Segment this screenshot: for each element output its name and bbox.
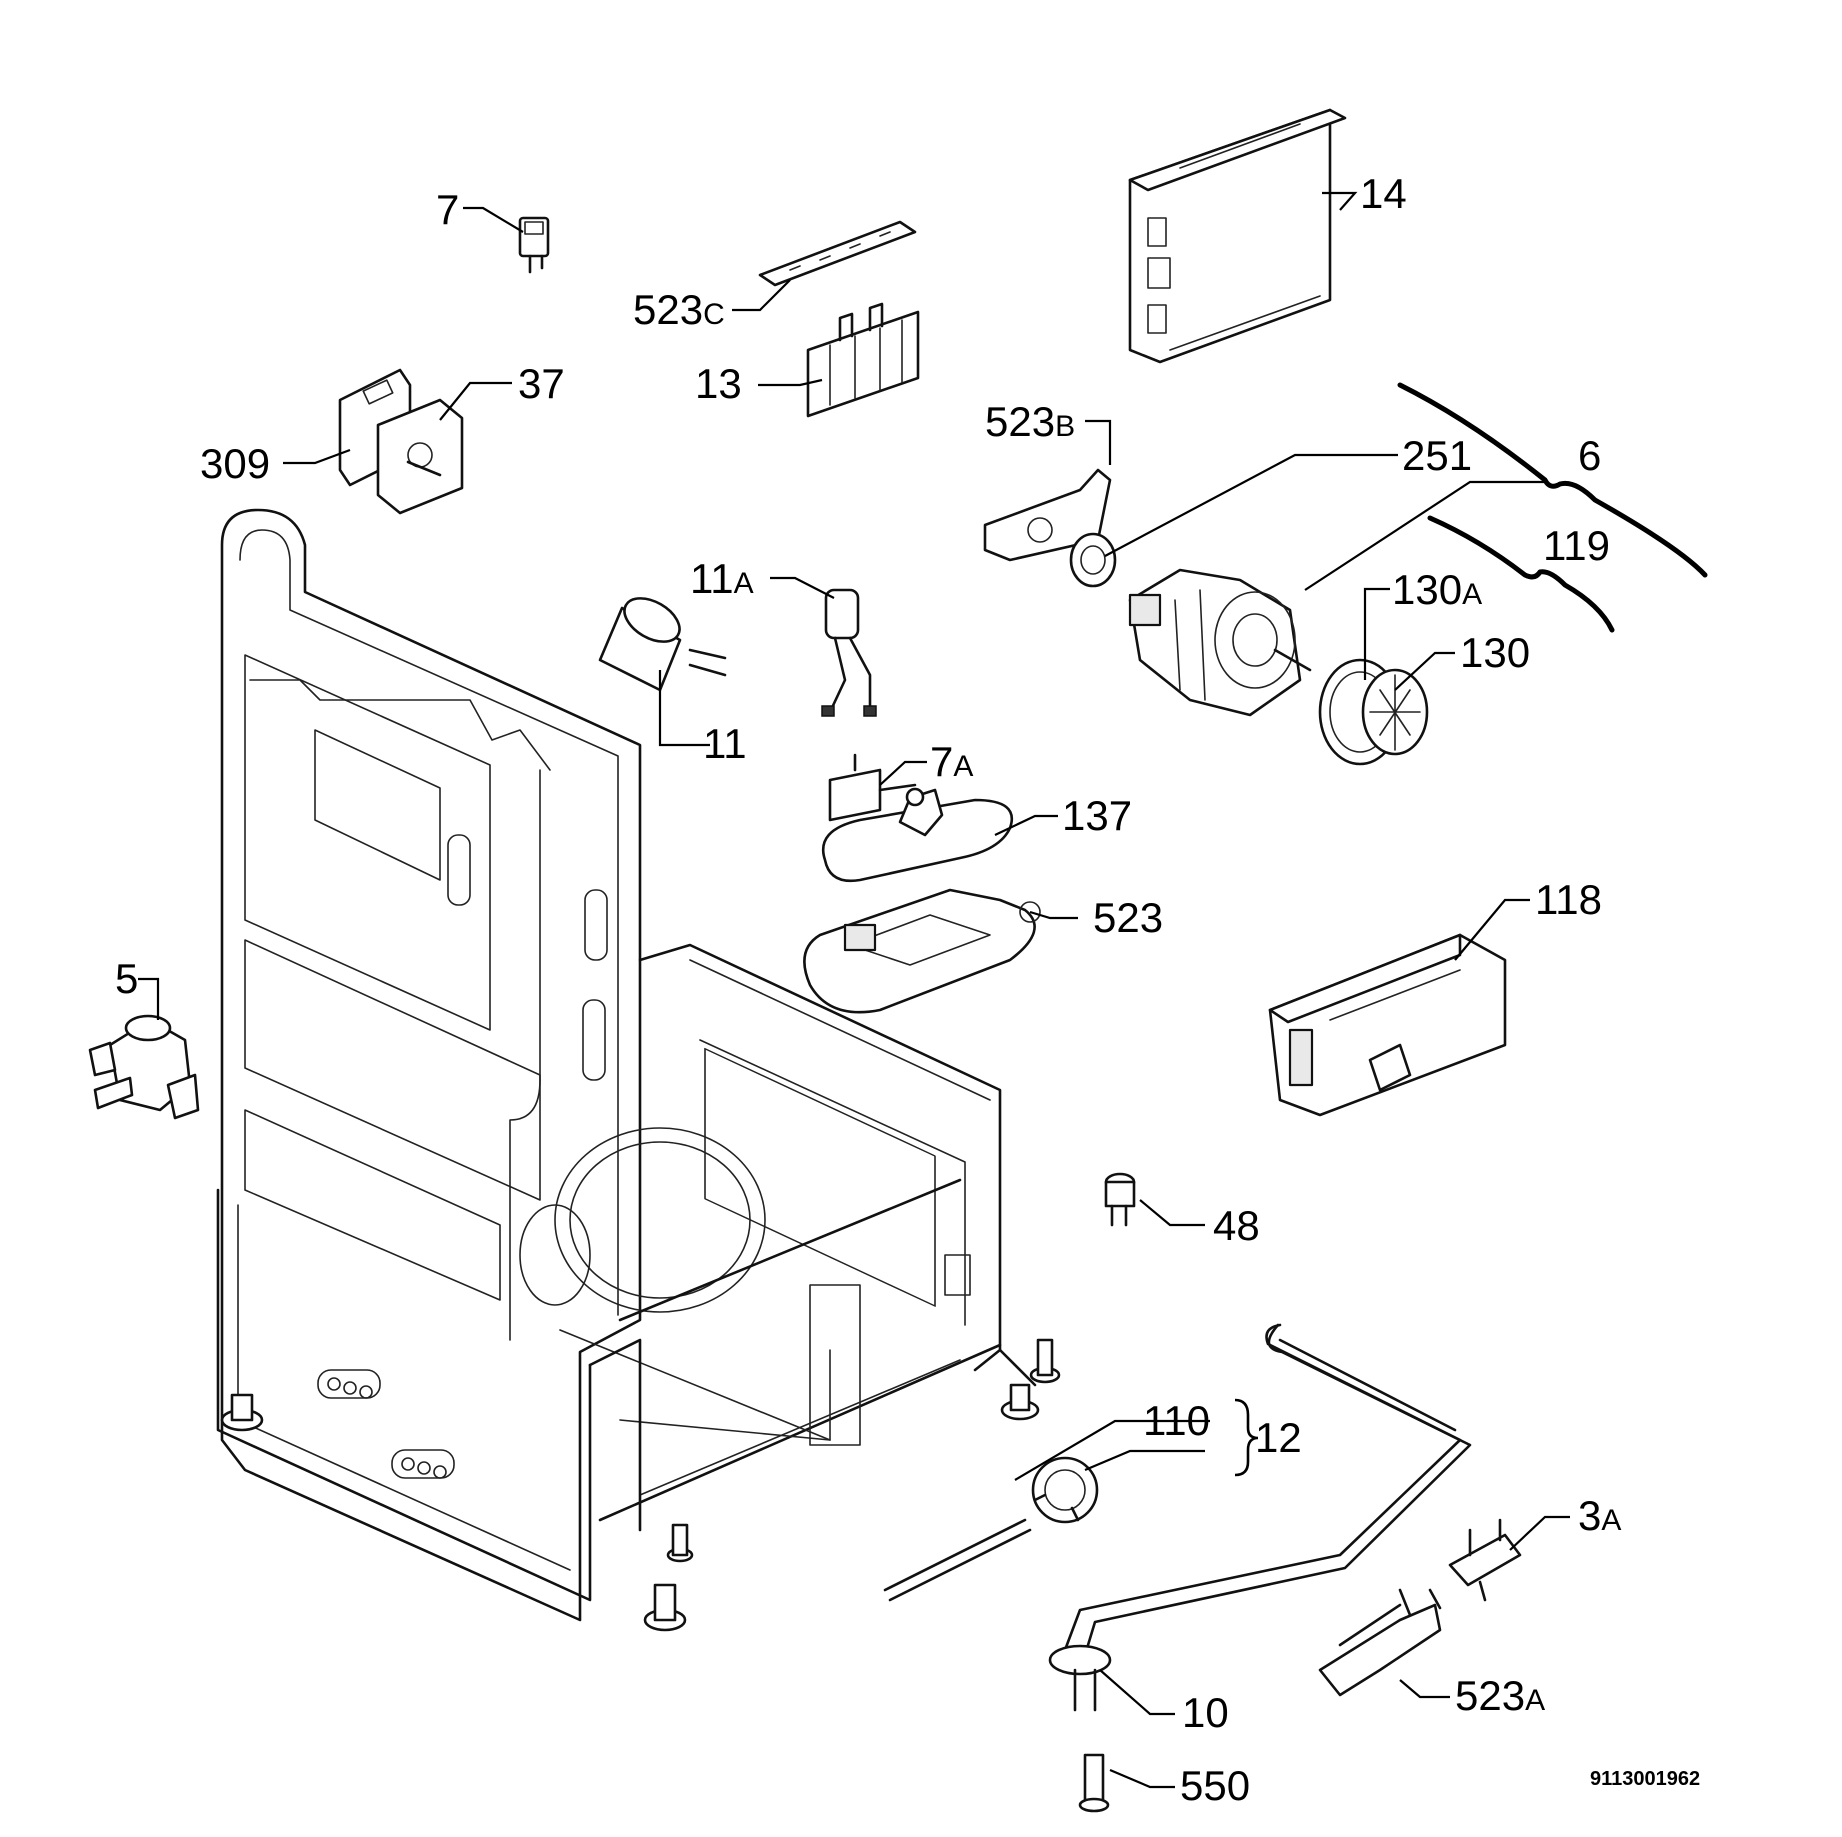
- callout-37: 37: [518, 360, 565, 407]
- callout-7a: 7A: [930, 738, 973, 785]
- part-130-impeller: [1318, 658, 1429, 766]
- callout-523c: 523C: [633, 286, 725, 333]
- part-10-heating-element: [1048, 1323, 1472, 1712]
- part-11a-filter: [821, 588, 877, 717]
- callout-11a: 11A: [690, 555, 754, 602]
- part-7a-switch: [828, 753, 917, 822]
- callout-523: 523: [1093, 894, 1163, 941]
- part-37-housing: [376, 398, 464, 515]
- part-550-screw: [1078, 1753, 1110, 1813]
- callout-6: 6: [1578, 432, 1601, 479]
- reference-number: 9113001962: [1590, 1768, 1700, 1790]
- callout-10: 10: [1182, 1689, 1229, 1736]
- part-137-lid: [821, 787, 1014, 883]
- part-48-thermostat: [1104, 1172, 1136, 1227]
- callout-523a: 523A: [1455, 1672, 1545, 1719]
- callout-130a: 130A: [1392, 566, 1482, 613]
- callout-13: 13: [695, 360, 742, 407]
- callout-48: 48: [1213, 1202, 1260, 1249]
- callout-137: 137: [1062, 792, 1132, 839]
- group-braces: [1234, 382, 1708, 1477]
- cabinet-frame: [216, 508, 1061, 1632]
- part-110-pressure-switch: [1031, 1456, 1099, 1524]
- callout-labels: 7 523C 13 14 37 309 523B 251 6 119 11A 1…: [115, 170, 1700, 1809]
- part-11-capacitor: [598, 597, 727, 692]
- callout-309: 309: [200, 440, 270, 487]
- part-7-clip: [518, 216, 550, 274]
- part-14-control-module: [1128, 108, 1347, 364]
- part-523-base: [803, 888, 1041, 1014]
- part-5-inlet-valve: [88, 1014, 200, 1120]
- callout-7: 7: [436, 186, 459, 233]
- callout-523b: 523B: [985, 398, 1075, 445]
- part-523c-bracket: [758, 220, 917, 287]
- part-3a-bracket: [1448, 1518, 1522, 1602]
- callout-251: 251: [1402, 432, 1472, 479]
- part-13-terminal-block: [806, 302, 920, 418]
- callout-11: 11: [703, 720, 747, 767]
- part-12-hose: [883, 1518, 1032, 1602]
- callout-5: 5: [115, 955, 138, 1002]
- callout-119: 119: [1543, 522, 1610, 569]
- part-6-motor-pump: [1128, 568, 1312, 717]
- callout-118: 118: [1535, 876, 1602, 923]
- callout-3a: 3A: [1578, 1492, 1621, 1539]
- callout-110: 110: [1143, 1397, 1210, 1444]
- callout-550: 550: [1180, 1762, 1250, 1809]
- leader-lines: [138, 191, 1570, 1789]
- part-118-dispenser: [1268, 933, 1507, 1117]
- part-523a-holder: [1318, 1588, 1442, 1697]
- part-251-seal: [1069, 532, 1117, 588]
- callout-130: 130: [1460, 629, 1530, 676]
- callout-14: 14: [1360, 170, 1407, 217]
- callout-12: 12: [1255, 1414, 1302, 1461]
- part-523b-bracket: [983, 468, 1112, 562]
